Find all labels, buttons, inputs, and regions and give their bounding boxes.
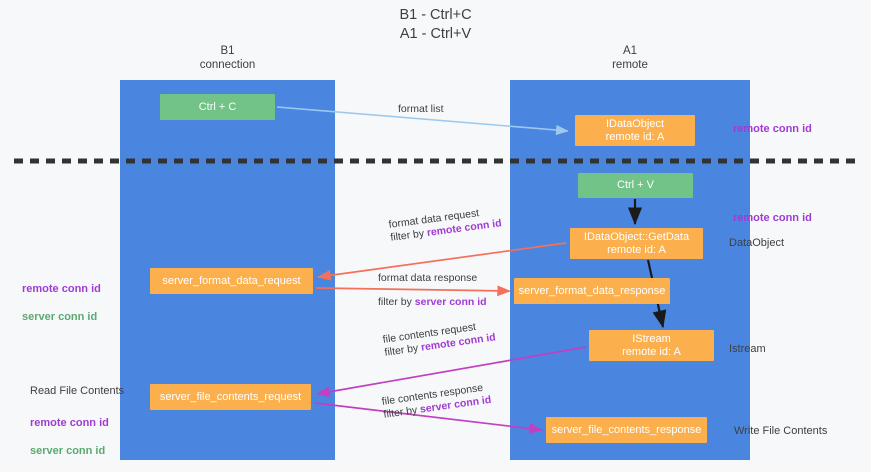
box-ctrl-v[interactable]: Ctrl + V: [578, 173, 693, 198]
flow-label-format-list: format list: [398, 103, 444, 116]
flow-label-file-contents-request: file contents request filter by remote c…: [382, 318, 497, 359]
page-title: B1 - Ctrl+C A1 - Ctrl+V: [399, 7, 472, 42]
label-group-conn-ids-top: remote conn id server conn id: [22, 268, 101, 338]
label-server-conn-id-left-2: server conn id: [30, 445, 106, 457]
flow-label-format-data-response: format data response filter by server co…: [378, 272, 487, 309]
box-server-format-data-request[interactable]: server_format_data_request: [150, 268, 313, 294]
box-server-file-contents-request[interactable]: server_file_contents_request: [150, 384, 311, 410]
label-server-conn-id-left-1: server conn id: [22, 311, 98, 323]
label-read-file-contents: Read File Contents: [30, 385, 125, 397]
label-write-file-contents: Write File Contents: [734, 425, 828, 437]
label-remote-conn-id-left-2: remote conn id: [30, 417, 109, 429]
label-istream: Istream: [729, 343, 766, 355]
box-ctrl-c[interactable]: Ctrl + C: [160, 94, 275, 120]
flow-format-list-line1: format list: [398, 103, 444, 115]
column-heading-b1: B1 connection: [199, 45, 256, 71]
flow-format-data-response-line1: format data response: [378, 272, 478, 284]
box-istream[interactable]: IStream remote id: A: [589, 330, 714, 361]
flow-label-file-contents-response: file contents response filter by server …: [381, 381, 492, 422]
label-group-conn-ids-bottom: remote conn id server conn id: [30, 402, 109, 472]
label-dataobject: DataObject: [729, 237, 785, 249]
box-server-format-data-response[interactable]: server_format_data_response: [514, 278, 670, 304]
column-heading-a1: A1 remote: [612, 45, 648, 71]
label-remote-conn-id-left-1: remote conn id: [22, 283, 101, 295]
label-remote-conn-id-top: remote conn id: [733, 123, 812, 135]
flow-fdresp-prefix: filter by: [378, 296, 415, 308]
flow-format-data-response-line2: filter by server conn id: [378, 296, 487, 309]
label-remote-conn-id-mid: remote conn id: [733, 212, 812, 224]
box-idataobject[interactable]: IDataObject remote id: A: [575, 115, 695, 146]
box-idataobject-getdata[interactable]: IDataObject::GetData remote id: A: [570, 228, 703, 259]
flow-fdresp-filter: server conn id: [414, 296, 487, 308]
box-server-file-contents-response[interactable]: server_file_contents_response: [546, 417, 707, 443]
flow-label-format-data-request: format data request filter by remote con…: [388, 204, 502, 244]
